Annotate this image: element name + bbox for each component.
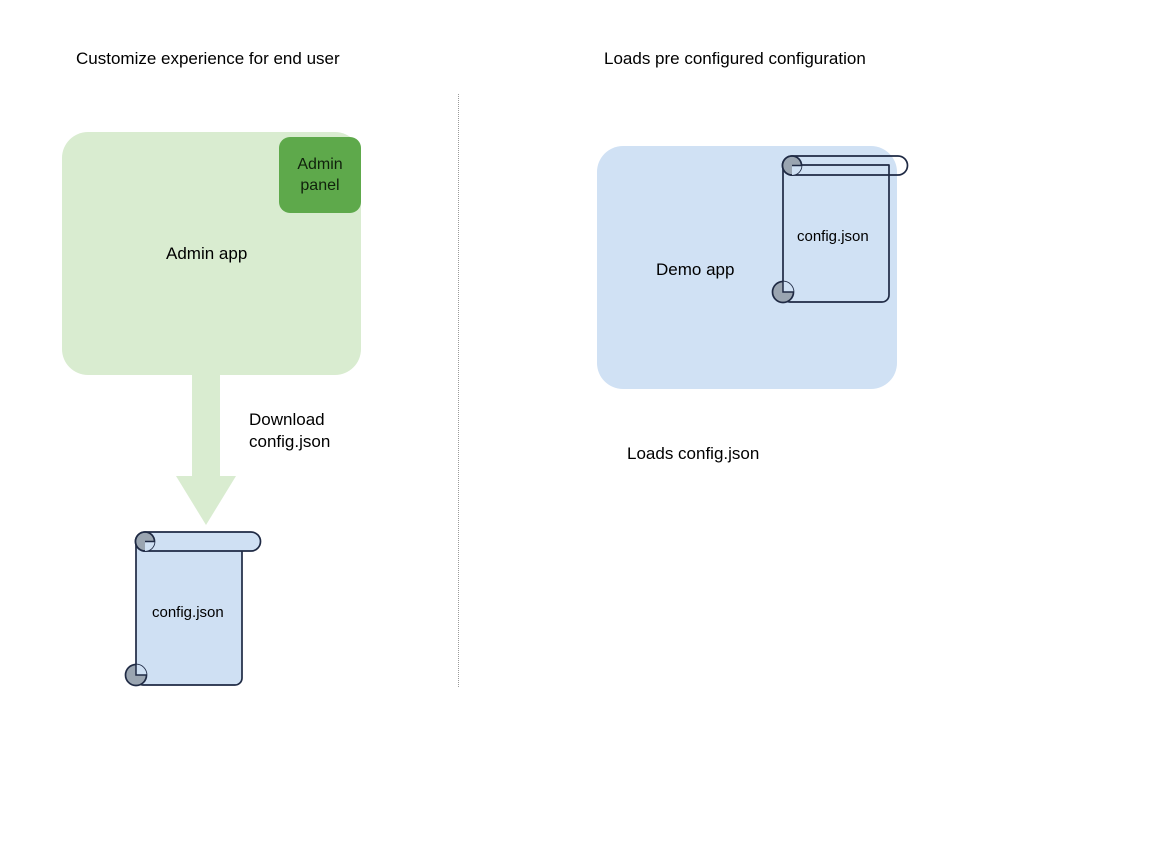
download-arrow-label-line2: config.json	[249, 432, 331, 451]
admin-app-label: Admin app	[166, 244, 248, 263]
download-arrow-label: Download config.json	[249, 409, 330, 453]
download-arrow-icon	[176, 372, 236, 528]
right-section-title: Loads pre configured configuration	[604, 49, 866, 68]
admin-panel-label-line2: panel	[300, 177, 340, 194]
download-arrow-label-line1: Download	[249, 410, 325, 429]
admin-panel-box[interactable]: Admin panel	[279, 137, 361, 213]
left-section-title: Customize experience for end user	[76, 49, 340, 68]
config-file-label-left: config.json	[152, 604, 224, 621]
loads-config-caption: Loads config.json	[627, 444, 760, 463]
vertical-dotted-divider	[458, 94, 459, 687]
demo-app-label: Demo app	[656, 260, 735, 279]
admin-panel-label-line1: Admin	[297, 156, 343, 173]
config-file-document-right[interactable]	[771, 152, 912, 314]
config-file-document-left[interactable]	[124, 528, 265, 690]
demo-app-box	[597, 146, 897, 389]
admin-panel-label: Admin panel	[297, 154, 342, 196]
config-file-label-right: config.json	[797, 228, 869, 245]
